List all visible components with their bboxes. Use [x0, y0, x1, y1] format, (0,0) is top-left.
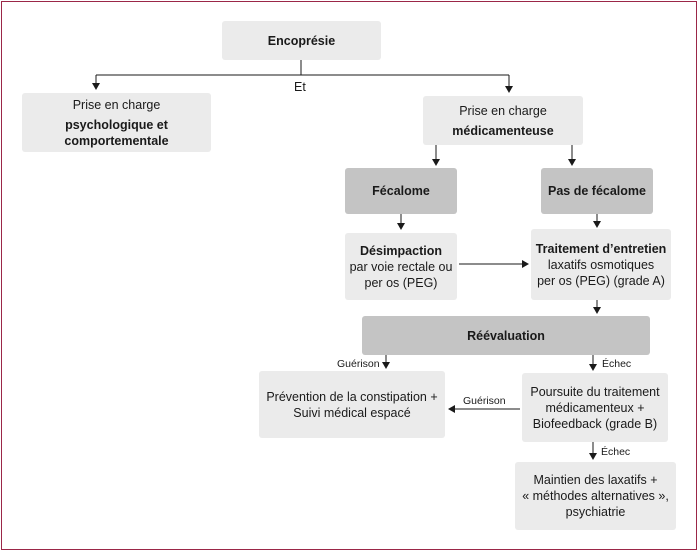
- node-desimpaction-line1: par voie rectale ou: [349, 259, 453, 274]
- node-desimpaction-title: Désimpaction: [360, 243, 442, 258]
- node-poursuite-line1: Poursuite du traitement: [530, 384, 660, 399]
- node-maintien-line1: Maintien des laxatifs +: [533, 473, 658, 487]
- node-desimpaction: Désimpaction par voie rectale ou per os …: [345, 233, 457, 300]
- edge-label-et: Et: [294, 80, 306, 94]
- node-reevaluation-title: Réévaluation: [467, 328, 545, 343]
- node-prevention-line1: Prévention de la constipation +: [266, 389, 438, 404]
- node-maintien: Maintien des laxatifs + « méthodes alter…: [515, 462, 676, 530]
- node-psy-line3: comportementale: [64, 133, 169, 148]
- node-encopresie-title: Encoprésie: [267, 33, 336, 48]
- edge-label-echec-reevaluation: Échec: [602, 358, 632, 370]
- node-fecalome: Fécalome: [345, 168, 457, 214]
- node-entretien-line1: laxatifs osmotiques: [547, 257, 655, 272]
- node-psy-line1: Prise en charge: [72, 97, 161, 112]
- node-psy-line2: psychologique et: [65, 117, 168, 132]
- node-poursuite-line3: Biofeedback (grade B): [532, 416, 658, 431]
- node-poursuite-line2: médicamenteux +: [545, 400, 645, 415]
- node-fecalome-title: Fécalome: [372, 184, 430, 198]
- node-prevention: Prévention de la constipation + Suivi mé…: [259, 371, 445, 438]
- node-med-line2: médicamenteuse: [452, 123, 554, 138]
- node-encopresie: Encoprésie: [222, 21, 381, 60]
- node-med-line1: Prise en charge: [459, 103, 547, 118]
- node-prevention-line2: Suivi médical espacé: [293, 405, 411, 420]
- node-traitement-entretien: Traitement d’entretien laxatifs osmotiqu…: [531, 229, 671, 300]
- node-pas-fecalome-title: Pas de fécalome: [548, 184, 646, 198]
- node-entretien-title: Traitement d’entretien: [535, 241, 667, 256]
- node-entretien-line2: per os (PEG) (grade A): [537, 273, 665, 288]
- node-psychologique: Prise en charge psychologique et comport…: [22, 93, 211, 152]
- edge-label-echec-poursuite: Échec: [601, 446, 631, 458]
- edge-label-guerison-poursuite: Guérison: [463, 395, 506, 407]
- node-maintien-line2: « méthodes alternatives »,: [522, 489, 669, 503]
- edge-label-guerison-reevaluation: Guérison: [337, 358, 380, 370]
- node-poursuite: Poursuite du traitement médicamenteux + …: [522, 373, 668, 442]
- node-desimpaction-line2: per os (PEG): [364, 275, 438, 290]
- node-pas-de-fecalome: Pas de fécalome: [541, 168, 653, 214]
- node-medicamenteuse: Prise en charge médicamenteuse: [423, 96, 583, 145]
- node-maintien-line3: psychiatrie: [565, 505, 626, 519]
- node-reevaluation: Réévaluation: [362, 316, 650, 355]
